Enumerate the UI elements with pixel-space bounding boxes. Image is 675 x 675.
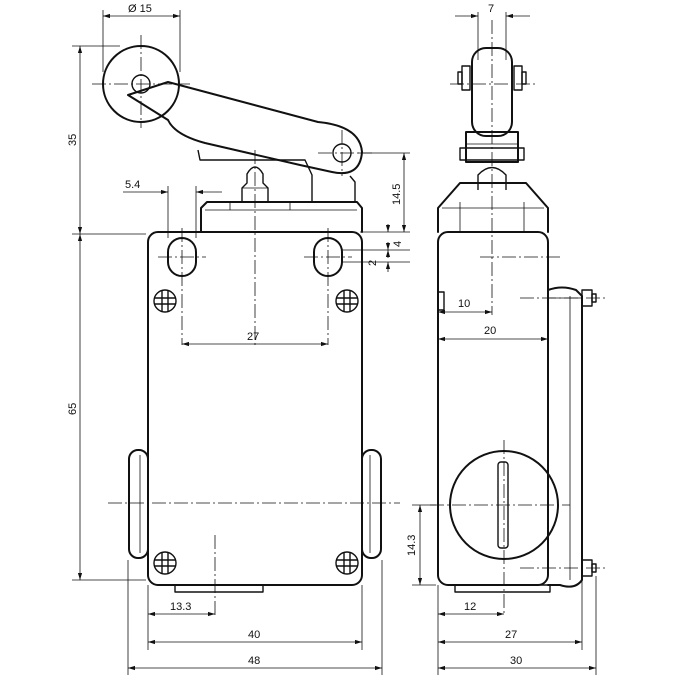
dim-total-width: 48 (248, 655, 260, 667)
dim-offset-a: 10 (458, 298, 470, 310)
side-view (430, 20, 605, 615)
dim-offset-b: 20 (484, 325, 496, 337)
screw-icon (335, 551, 359, 575)
dim-slot-height: 4 (392, 241, 404, 247)
screw-icon (153, 289, 177, 313)
mounting-plate (547, 286, 583, 588)
dim-bottom-offset: 12 (464, 601, 476, 613)
screw-icon (153, 551, 177, 575)
right-gland (361, 449, 382, 559)
side-head (437, 182, 549, 233)
dim-roller-diameter: Ø 15 (128, 3, 152, 15)
screw-icon (335, 289, 359, 313)
side-dimensions: 7 10 20 14.3 12 27 30 (406, 3, 597, 675)
dim-hole-offset: 5.4 (125, 179, 140, 191)
dim-hole-spacing: 27 (247, 331, 259, 343)
dim-plunger-height: 14.5 (391, 184, 403, 205)
side-housing (437, 231, 549, 586)
lever-arm (127, 81, 363, 174)
front-view (92, 35, 400, 615)
dim-lower-height: 14.3 (406, 535, 418, 556)
bottom-tab (174, 584, 264, 593)
dim-body-height: 65 (67, 403, 79, 415)
left-gland (128, 449, 149, 559)
lever-bracket (197, 149, 313, 202)
dim-slot-width: 2 (367, 260, 379, 266)
dim-depth-body: 27 (505, 629, 517, 641)
dim-roller-width: 7 (488, 3, 494, 15)
front-head (200, 201, 363, 233)
dim-bottom-hole-offset: 13.3 (170, 601, 191, 613)
dim-body-width: 40 (248, 629, 260, 641)
front-dimensions: Ø 15 35 65 5.4 14.5 4 2 27 (67, 3, 410, 675)
dim-actuator-height: 35 (67, 134, 79, 146)
dim-depth-total: 30 (510, 655, 522, 667)
